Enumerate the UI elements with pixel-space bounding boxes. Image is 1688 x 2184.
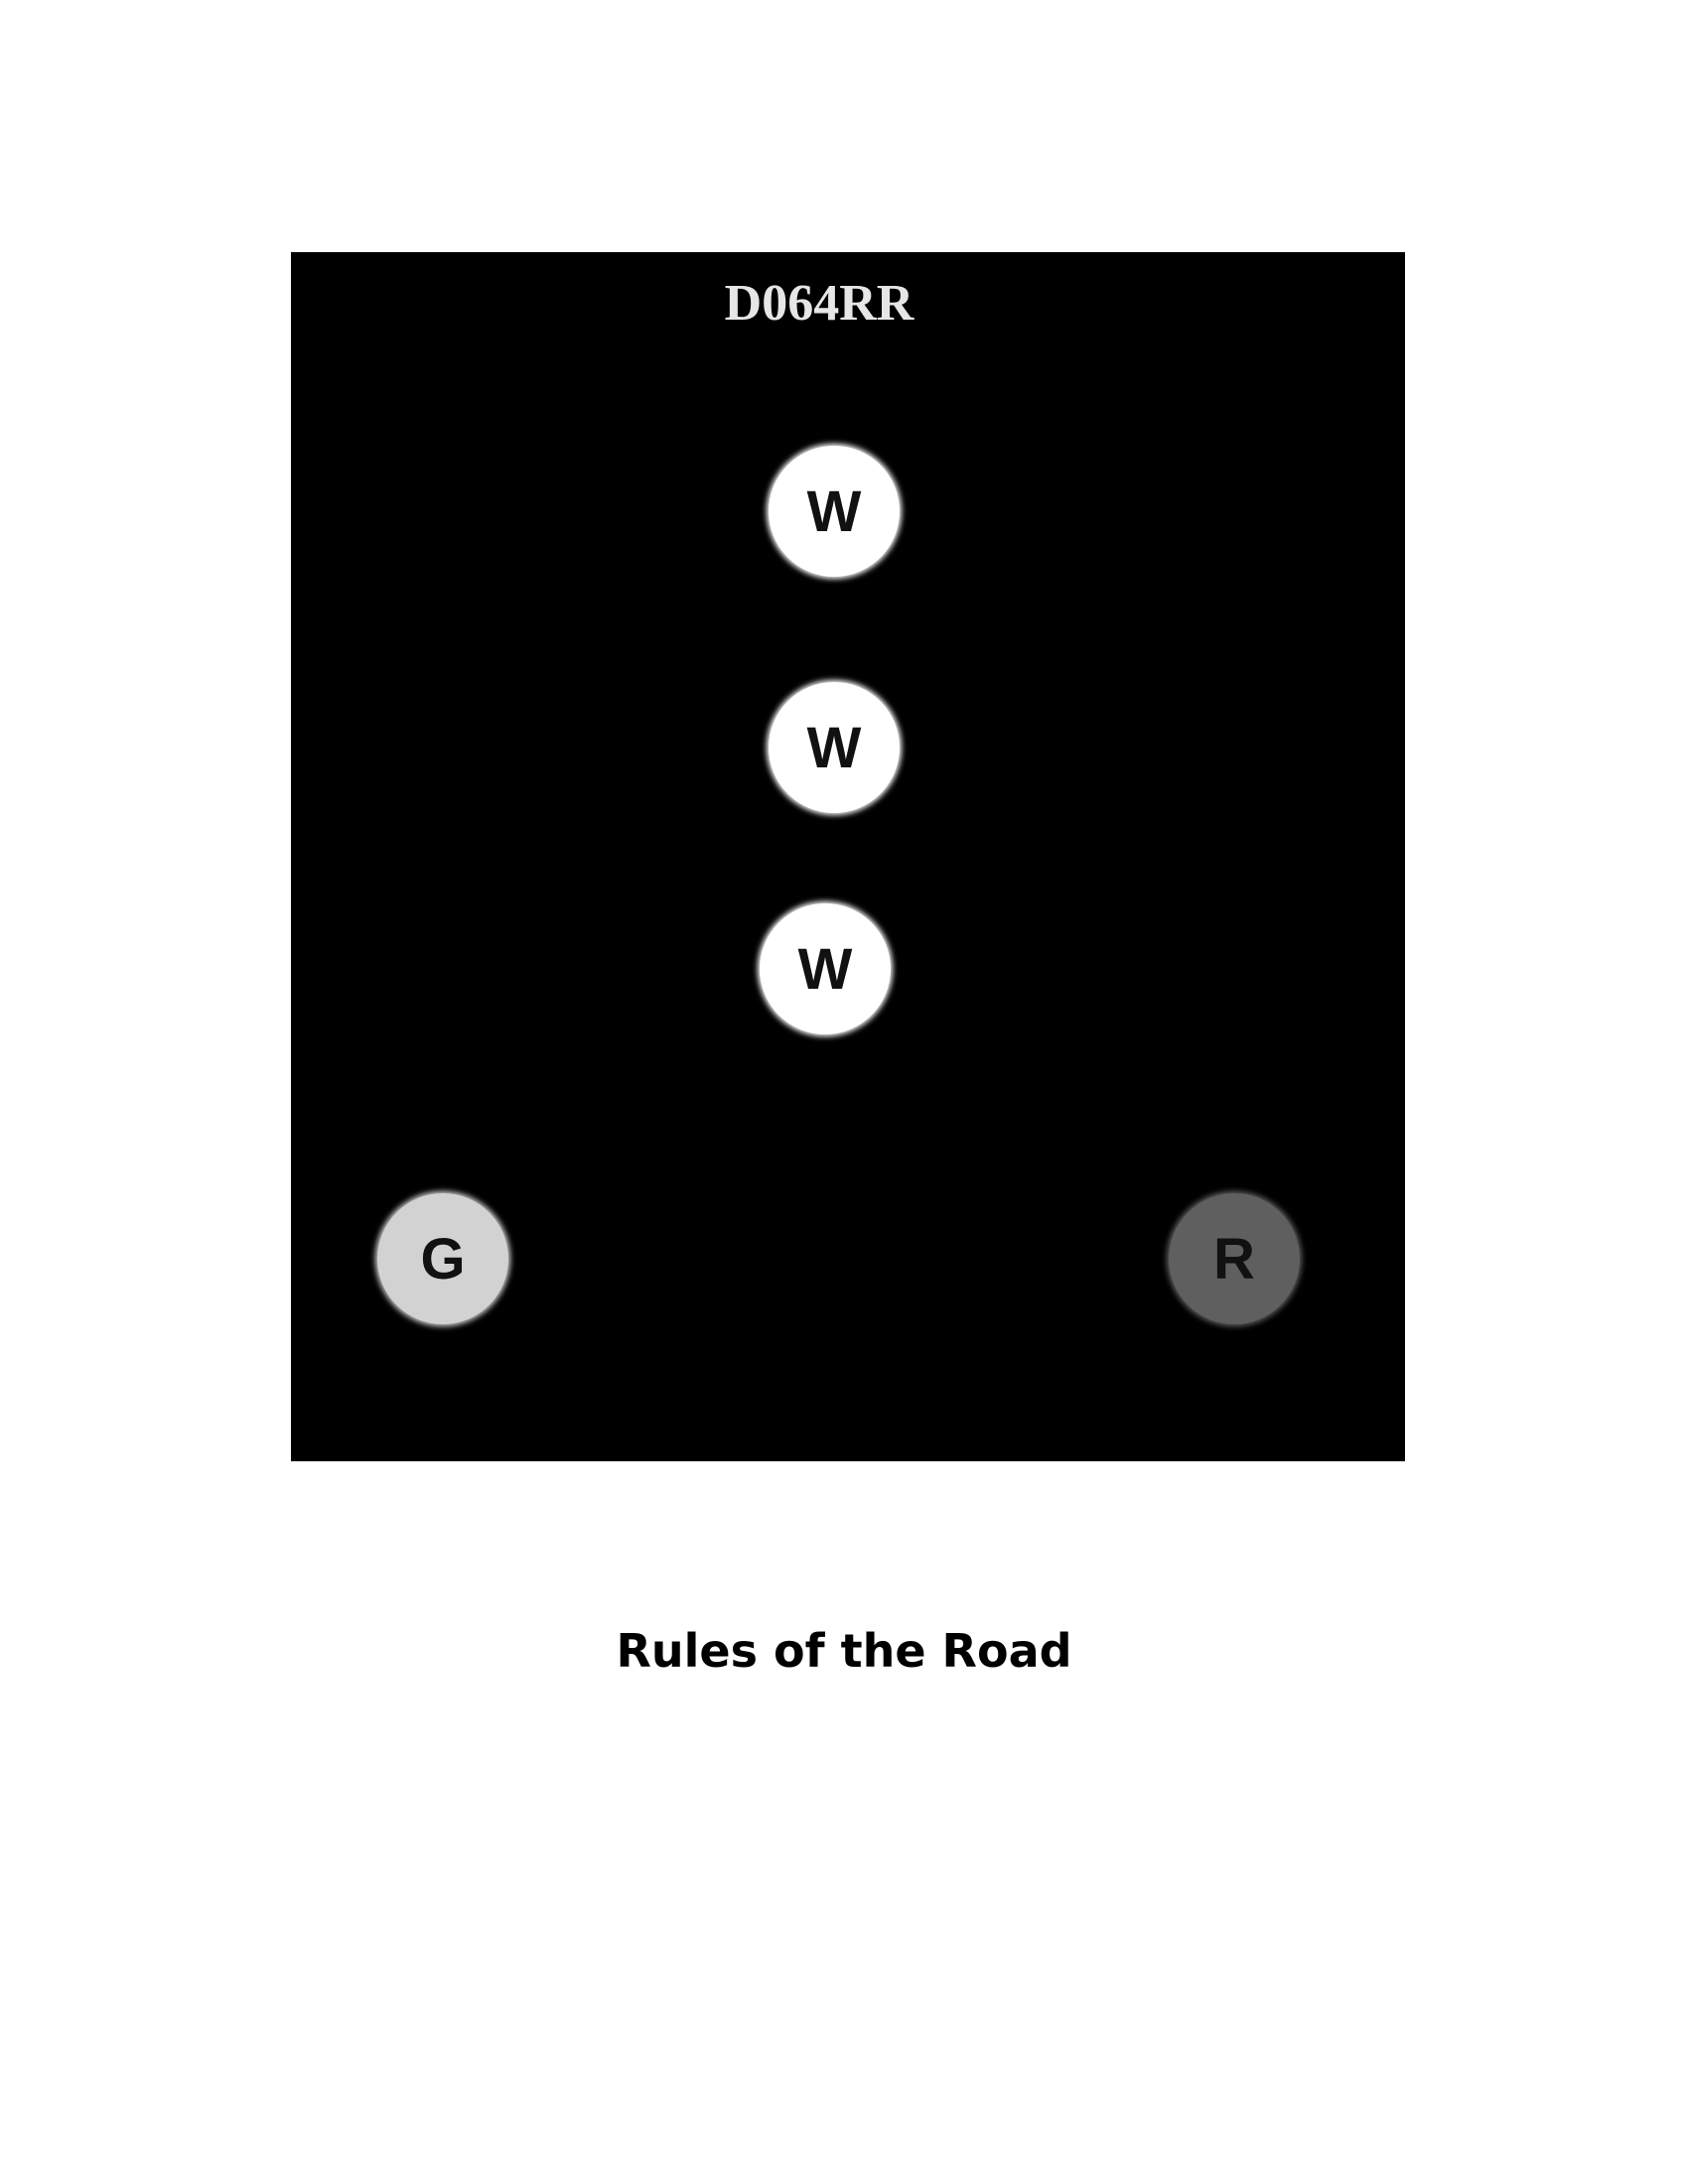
white-light-middle: W — [769, 682, 900, 813]
green-sidelight: G — [377, 1193, 508, 1324]
light-diagram: D064RR W W W G R — [291, 252, 1405, 1461]
white-light-top: W — [769, 446, 900, 577]
page-caption: Rules of the Road — [616, 1624, 1072, 1678]
figure-id-label: D064RR — [724, 275, 914, 332]
red-sidelight: R — [1169, 1193, 1300, 1324]
white-light-bottom: W — [760, 903, 891, 1034]
